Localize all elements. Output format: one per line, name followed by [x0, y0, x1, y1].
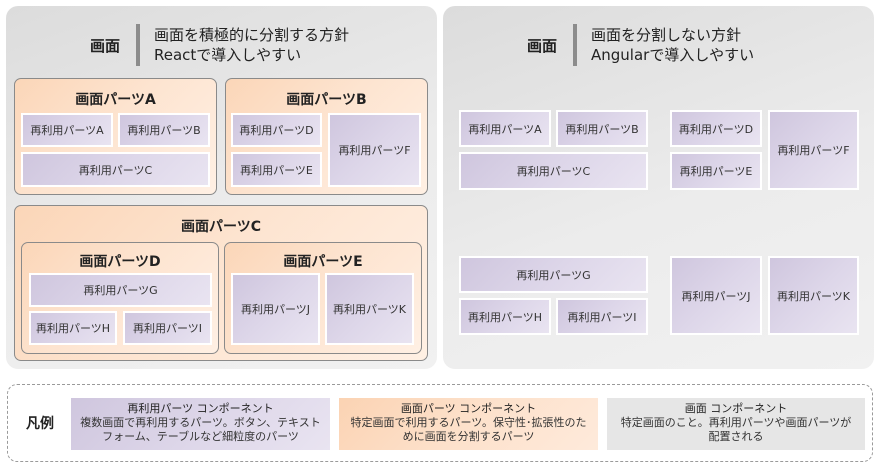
screen-no-split-policy: 画面 画面を分割しない方針 Angularで導入しやすい 再利用パーツA 再利用…: [443, 6, 874, 369]
reuse-part-a: 再利用パーツA: [21, 113, 113, 147]
reuse-part-b: 再利用パーツB: [556, 110, 648, 147]
screen-part-c: 画面パーツC 画面パーツD 再利用パーツG 再利用パーツH 再利用パーツI 画面…: [14, 205, 428, 361]
reuse-part-g: 再利用パーツG: [459, 256, 648, 293]
screen-part-a: 画面パーツA 再利用パーツA 再利用パーツB 再利用パーツC: [14, 78, 217, 195]
legend-item-desc-line-1: 特定画面で利用するパーツ。保守性･拡張性のた: [350, 416, 587, 429]
header-divider: [136, 24, 140, 66]
legend-item-title: 再利用パーツ コンポーネント: [127, 402, 274, 415]
screen-part-title: 画面パーツD: [79, 254, 161, 270]
screen-label: 画面: [89, 36, 120, 55]
policy-line-1: 画面を積極的に分割する方針: [154, 26, 350, 44]
reuse-part-e: 再利用パーツE: [670, 152, 762, 190]
reuse-part-f: 再利用パーツF: [768, 110, 859, 190]
screen-part-title: 画面パーツB: [286, 92, 367, 108]
screen-label: 画面: [526, 36, 557, 55]
screen-part-e: 画面パーツE 再利用パーツJ 再利用パーツK: [224, 242, 422, 354]
legend-item-desc-line-1: 複数画面で再利用するパーツ。ボタン、テキスト: [80, 416, 321, 429]
screen-part-b: 画面パーツB 再利用パーツD 再利用パーツE 再利用パーツF: [225, 78, 428, 195]
policy-description: 画面を積極的に分割する方針 Reactで導入しやすい: [154, 25, 349, 65]
reuse-part-e: 再利用パーツE: [231, 152, 322, 187]
reuse-part-d: 再利用パーツD: [670, 110, 762, 147]
reuse-part-i: 再利用パーツI: [123, 311, 212, 345]
policy-line-2: Angularで導入しやすい: [591, 46, 755, 64]
legend-item-desc-line-2: めに画面を分割するパーツ: [402, 430, 535, 443]
policy-line-1: 画面を分割しない方針: [591, 26, 742, 44]
policy-description: 画面を分割しない方針 Angularで導入しやすい: [591, 25, 754, 65]
reuse-part-j: 再利用パーツJ: [231, 273, 320, 345]
screen-part-title: 画面パーツE: [283, 254, 363, 270]
legend-item-reuse-part: 再利用パーツ コンポーネント 複数画面で再利用するパーツ。ボタン、テキスト フォ…: [71, 398, 330, 450]
reuse-part-a: 再利用パーツA: [459, 110, 551, 147]
legend-item-desc-line-2: フォーム、テーブルなど細粒度のパーツ: [102, 430, 299, 443]
policy-line-2: Reactで導入しやすい: [154, 46, 302, 64]
reuse-part-k: 再利用パーツK: [325, 273, 414, 345]
legend-item-desc-line-2: 配置される: [708, 430, 764, 443]
reuse-part-d: 再利用パーツD: [231, 113, 322, 147]
reuse-part-c: 再利用パーツC: [459, 152, 648, 190]
screen-header: 画面 画面を分割しない方針 Angularで導入しやすい: [443, 20, 874, 70]
legend-item-screen-part: 画面パーツ コンポーネント 特定画面で利用するパーツ。保守性･拡張性のた めに画…: [339, 398, 598, 450]
header-divider: [573, 24, 577, 66]
screen-part-title: 画面パーツC: [181, 219, 261, 235]
reuse-part-j: 再利用パーツJ: [670, 256, 762, 335]
legend-item-title: 画面パーツ コンポーネント: [400, 402, 537, 415]
reuse-part-g: 再利用パーツG: [29, 273, 212, 307]
legend: 凡例 再利用パーツ コンポーネント 複数画面で再利用するパーツ。ボタン、テキスト…: [7, 384, 873, 462]
legend-item-desc-line-1: 特定画面のこと。再利用パーツや画面パーツが: [620, 416, 852, 429]
reuse-part-h: 再利用パーツH: [29, 311, 117, 345]
screen-part-title: 画面パーツA: [75, 92, 156, 108]
legend-item-screen: 画面 コンポーネント 特定画面のこと。再利用パーツや画面パーツが 配置される: [607, 398, 865, 450]
reuse-part-b: 再利用パーツB: [118, 113, 210, 147]
reuse-part-i: 再利用パーツI: [556, 298, 648, 335]
reuse-part-h: 再利用パーツH: [459, 298, 551, 335]
screen-part-d: 画面パーツD 再利用パーツG 再利用パーツH 再利用パーツI: [21, 242, 219, 354]
screen-header: 画面 画面を積極的に分割する方針 Reactで導入しやすい: [6, 20, 437, 70]
reuse-part-c: 再利用パーツC: [21, 152, 210, 187]
reuse-part-f: 再利用パーツF: [328, 113, 421, 187]
legend-item-title: 画面 コンポーネント: [684, 402, 788, 415]
screen-split-policy: 画面 画面を積極的に分割する方針 Reactで導入しやすい 画面パーツA 再利用…: [6, 6, 437, 369]
legend-title: 凡例: [26, 416, 54, 432]
reuse-part-k: 再利用パーツK: [768, 256, 859, 335]
